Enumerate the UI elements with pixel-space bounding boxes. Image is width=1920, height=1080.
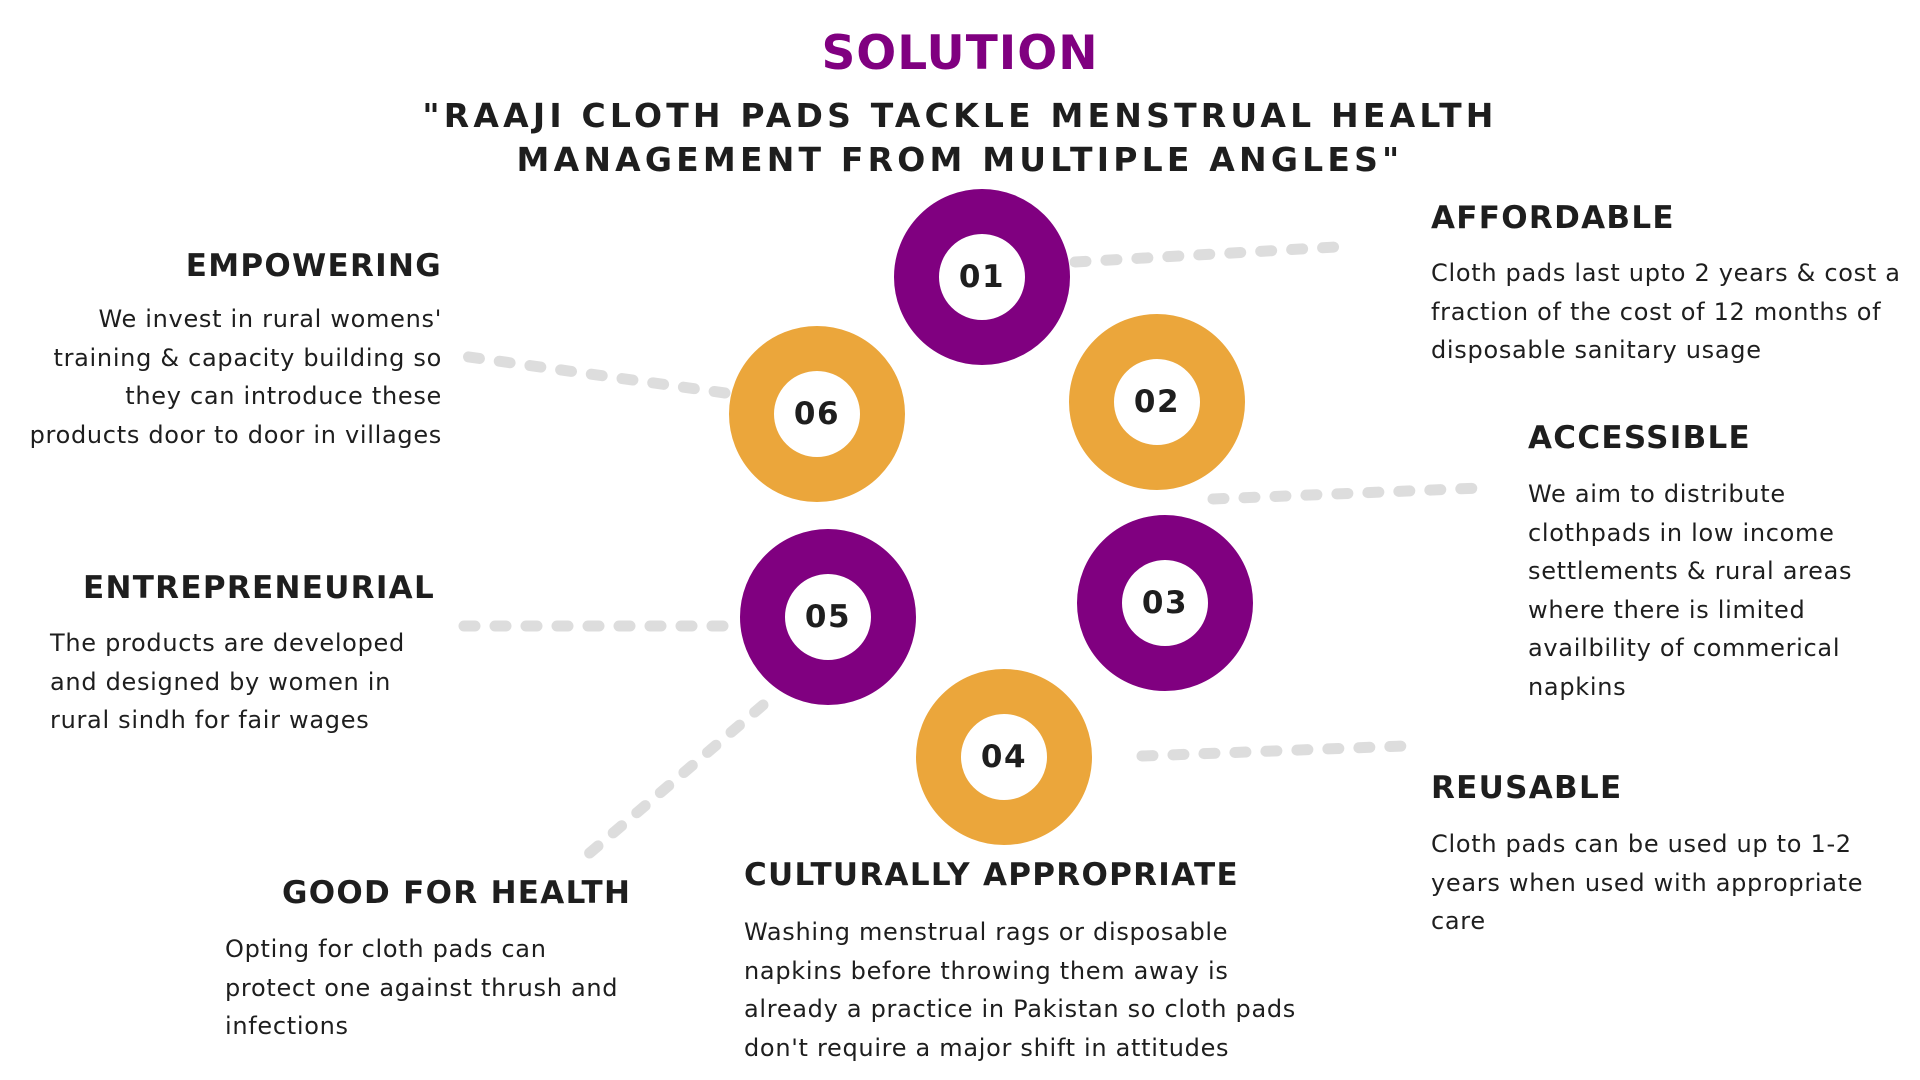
cultural-description: Washing menstrual rags or disposable nap… [744,913,1296,1067]
cultural-line: already a practice in Pakistan so cloth … [744,995,1296,1023]
cultural-heading: CULTURALLY APPROPRIATE [744,857,1239,893]
page-subtitle: "RAAJI CLOTH PADS TACKLE MENSTRUAL HEALT… [422,96,1498,179]
health-heading: GOOD FOR HEALTH [282,875,632,911]
reusable-heading: REUSABLE [1431,770,1623,806]
connector-01-affordable [1069,241,1342,268]
step-03-number: 03 [1141,585,1189,621]
connector-04-reusable [1136,740,1410,762]
entrepreneurial-line: and designed by women in [50,667,392,696]
accessible-line: availbility of commerical [1528,634,1841,662]
connector-05-health [579,699,769,863]
entrepreneurial-line: The products are developed [50,629,405,657]
accessible-line: settlements & rural areas [1528,557,1853,585]
reusable-line: Cloth pads can be used up to 1-2 [1431,830,1852,858]
affordable-line: fraction of the cost of 12 months of [1431,297,1882,326]
health-line: Opting for cloth pads can [225,935,547,963]
entrepreneurial-line: rural sindh for fair wages [50,706,370,734]
accessible-line: napkins [1528,672,1627,701]
entrepreneurial-description: The products are developed and designed … [50,624,405,740]
reusable-description: Cloth pads can be used up to 1-2 years w… [1431,825,1863,941]
empowering-description: We invest in rural womens' training & ca… [10,300,442,454]
step-02-number: 02 [1133,384,1181,420]
step-05-ring: 05 [740,529,916,705]
empowering-line: they can introduce these [125,382,442,410]
health-line: protect one against thrush and [225,973,619,1002]
entrepreneurial-heading: ENTREPRENEURIAL [83,570,436,606]
empowering-line: training & capacity building so [53,343,442,372]
accessible-description: We aim to distribute clothpads in low in… [1528,475,1852,706]
reusable-line: years when used with appropriate [1431,868,1864,897]
affordable-line: disposable sanitary usage [1431,336,1762,364]
step-01-number: 01 [958,259,1006,295]
accessible-line: clothpads in low income [1528,518,1835,547]
accessible-line: We aim to distribute [1528,480,1786,508]
empowering-heading: EMPOWERING [185,248,442,284]
page-title: SOLUTION [821,26,1099,81]
reusable-line: care [1431,907,1486,935]
cultural-line: napkins before throwing them away is [744,956,1229,985]
step-04-number: 04 [980,739,1028,775]
step-06-number: 06 [793,396,841,432]
step-03-ring: 03 [1077,515,1253,691]
empowering-line: We invest in rural womens' [98,305,442,333]
step-05-number: 05 [804,599,852,635]
cultural-line: Washing menstrual rags or disposable [744,918,1229,946]
step-02-ring: 02 [1069,314,1245,490]
affordable-heading: AFFORDABLE [1431,200,1675,236]
health-line: infections [225,1012,349,1040]
cultural-line: don't require a major shift in attitudes [744,1033,1230,1062]
step-04-ring: 04 [916,669,1092,845]
connector-02-accessible [1207,482,1486,505]
affordable-description: Cloth pads last upto 2 years & cost a fr… [1431,254,1901,370]
empowering-line: products door to door in villages [29,420,442,449]
step-01-ring: 01 [894,189,1070,365]
accessible-heading: ACCESSIBLE [1528,420,1752,456]
accessible-line: where there is limited [1528,595,1806,624]
step-06-ring: 06 [729,326,905,502]
affordable-line: Cloth pads last upto 2 years & cost a [1431,259,1901,287]
connector-06-empowering [456,350,731,399]
health-description: Opting for cloth pads can protect one ag… [225,930,618,1046]
